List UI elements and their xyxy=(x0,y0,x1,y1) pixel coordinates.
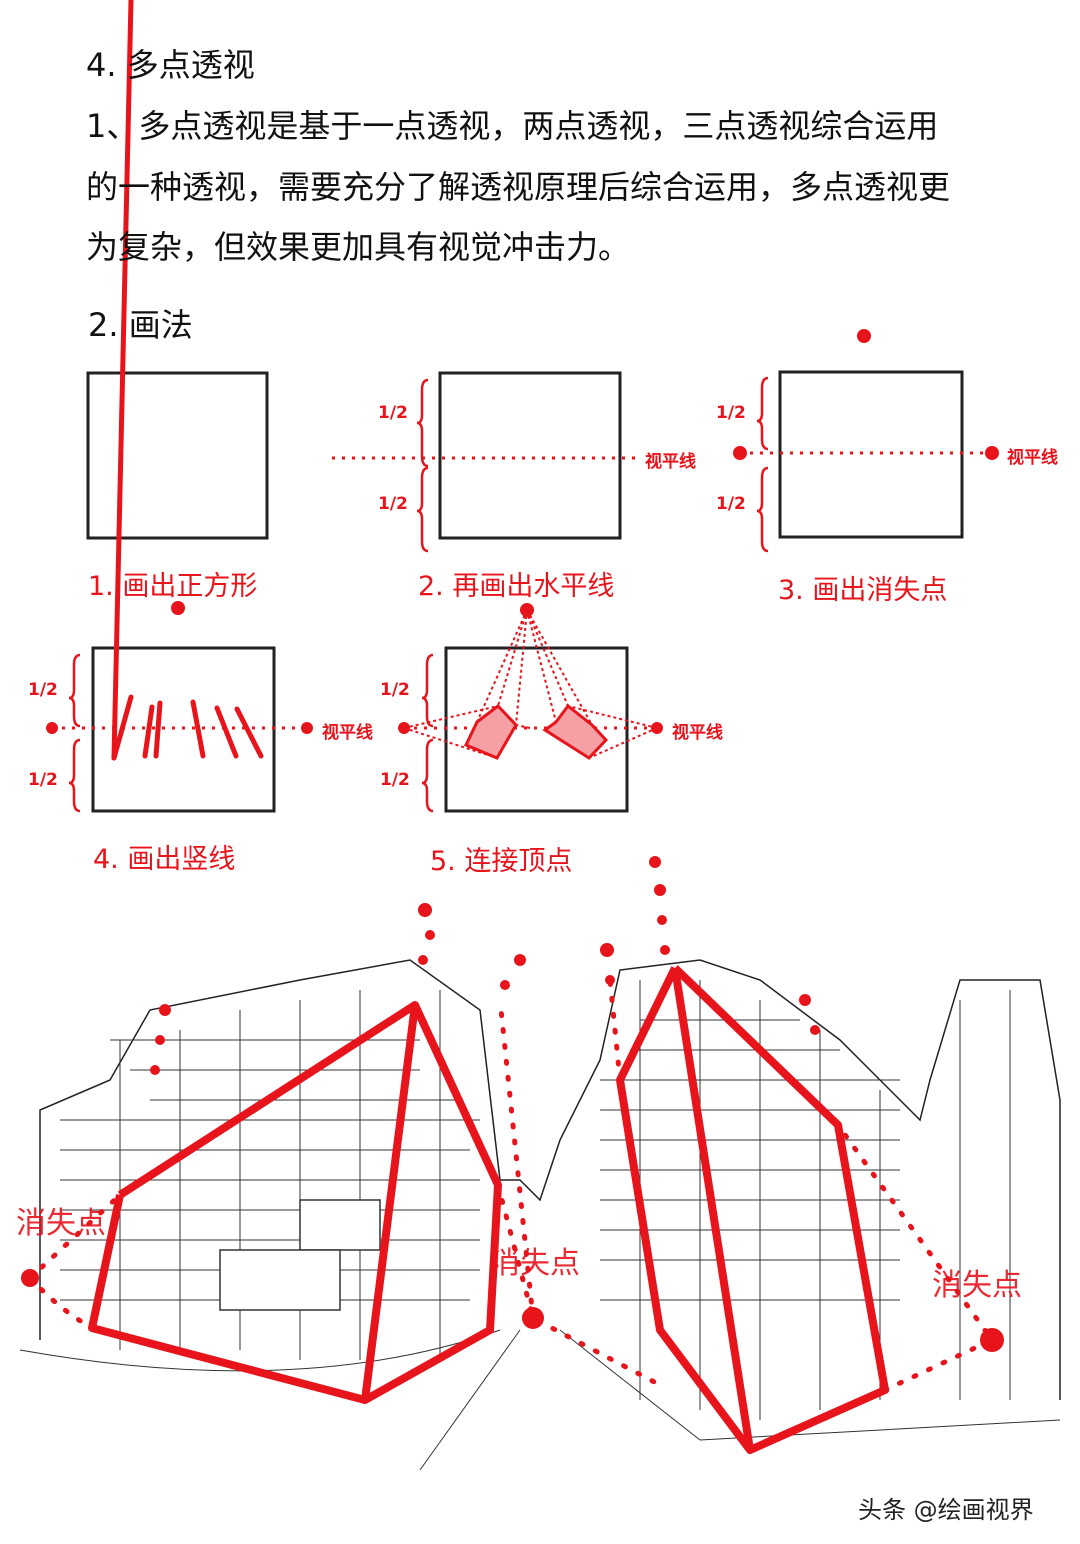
vanishing-point xyxy=(985,446,999,460)
half-label: 1/2 xyxy=(28,770,58,790)
section-title: 4. 多点透视 xyxy=(86,46,255,84)
brace xyxy=(68,738,81,813)
vanishing-point xyxy=(301,722,313,734)
vanishing-point-label: 消失点 xyxy=(490,1246,580,1281)
half-label: 1/2 xyxy=(380,770,410,790)
brace xyxy=(756,376,769,451)
brace xyxy=(756,466,769,553)
vanishing-point-label: 消失点 xyxy=(932,1268,1022,1303)
step-label-2: 2. 再画出水平线 xyxy=(418,571,615,602)
watermark: 头条 @绘画视界 xyxy=(858,1496,1034,1524)
horizon-label: 视平线 xyxy=(1007,448,1058,468)
vanishing-point-label: 消失点 xyxy=(16,1206,106,1241)
half-label: 1/2 xyxy=(716,403,746,423)
horizon-label: 视平线 xyxy=(322,723,373,743)
half-label: 1/2 xyxy=(380,680,410,700)
half-label: 1/2 xyxy=(378,494,408,514)
square-step1 xyxy=(86,371,269,540)
paragraph-line: 的一种透视，需要充分了解透视原理后综合运用，多点透视更 xyxy=(86,168,951,206)
brace xyxy=(421,738,434,813)
brace xyxy=(421,653,434,728)
brace xyxy=(68,653,81,728)
vanishing-point xyxy=(857,329,871,343)
vanishing-point xyxy=(171,601,185,615)
horizon-label: 视平线 xyxy=(672,723,723,743)
half-label: 1/2 xyxy=(716,494,746,514)
method-title: 2. 画法 xyxy=(88,306,193,344)
street-sketch xyxy=(19,959,1061,1471)
connected-prisms xyxy=(403,609,658,760)
vanishing-point xyxy=(46,722,58,734)
horizon-label: 视平线 xyxy=(645,452,696,472)
step-label-1: 1. 画出正方形 xyxy=(88,571,258,602)
step-label-3: 3. 画出消失点 xyxy=(778,575,948,606)
paragraph-line: 为复杂，但效果更加具有视觉冲击力。 xyxy=(86,228,631,266)
half-label: 1/2 xyxy=(28,680,58,700)
brace xyxy=(416,378,429,468)
half-label: 1/2 xyxy=(378,403,408,423)
brace xyxy=(416,466,429,553)
step-label-5: 5. 连接顶点 xyxy=(430,846,573,877)
step-label-4: 4. 画出竖线 xyxy=(93,844,236,875)
paragraph-line: 1、多点透视是基于一点透视，两点透视，三点透视综合运用 xyxy=(86,107,939,145)
vanishing-point xyxy=(733,446,747,460)
square-step2 xyxy=(438,371,622,540)
